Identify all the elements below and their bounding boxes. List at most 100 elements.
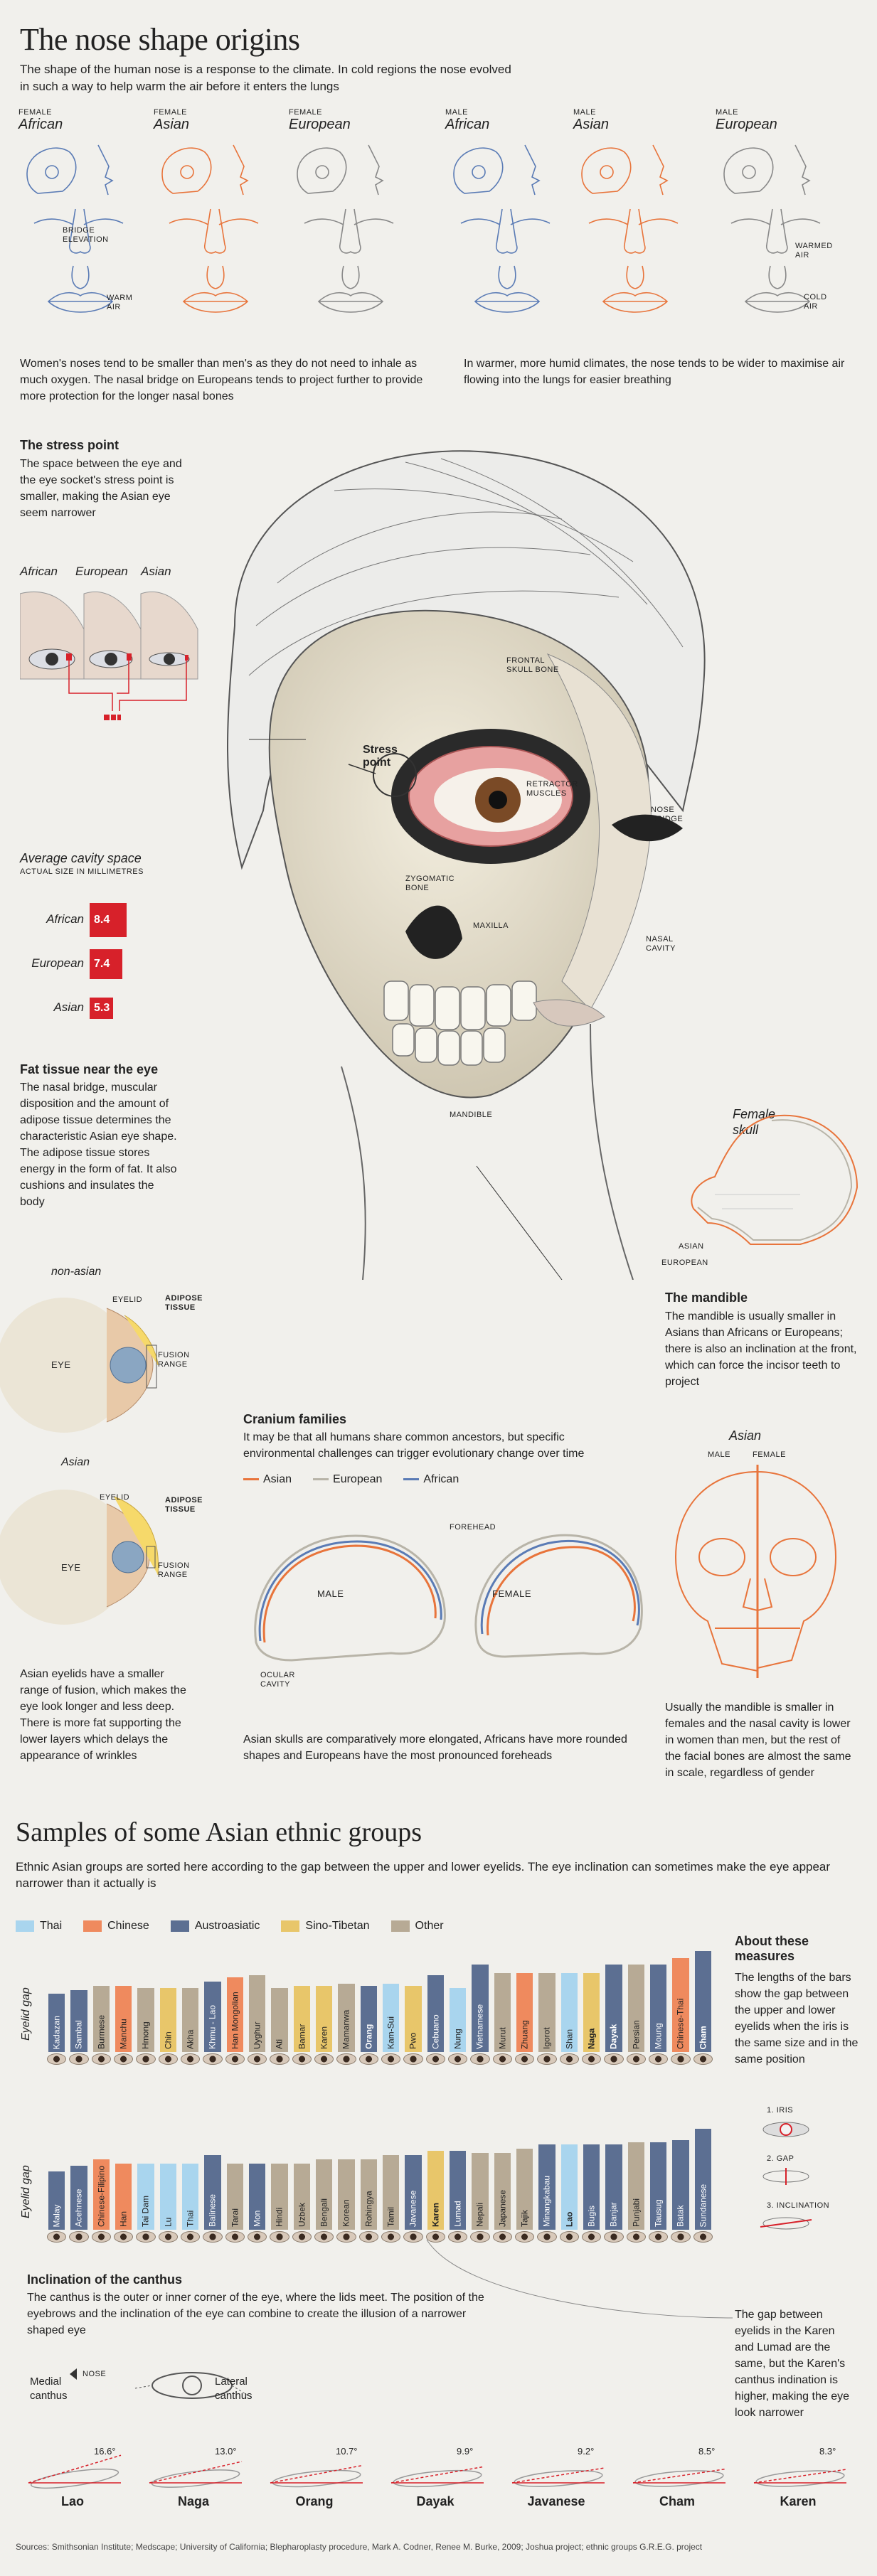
key-iris-icon (762, 2122, 809, 2137)
eye-thumbnail (358, 2053, 378, 2065)
eye-thumbnail (649, 2053, 669, 2065)
eyelid-gap-bar: Orang (360, 1986, 377, 2052)
eye-thumbnail (47, 2231, 67, 2243)
cranium-legend-swatch (313, 1478, 329, 1481)
eyelid-gap-bar: Akha (182, 1988, 199, 2052)
eyelid-gap-bar-label: Sundanese (698, 2184, 708, 2227)
canthus-group-label: Cham (659, 2494, 695, 2508)
eyelid-gap-bar: Punjabi (627, 2142, 644, 2230)
eyelid-gap-bar: Tamil (383, 2155, 400, 2230)
sources: Sources: Smithsonian Institute; Medscape… (16, 2542, 703, 2552)
nose-sketch (453, 144, 551, 313)
eyelid-gap-bar-label: Bengali (319, 2198, 329, 2227)
asian-skull-male-label: MALE (708, 1450, 730, 1459)
eyelid-gap-bar-label: Tai Dam (140, 2195, 151, 2227)
eyelid-gap-bar: Sundanese (694, 2128, 711, 2230)
eyelid-gap-bar-label: Orang (363, 2024, 374, 2049)
eye-thumbnail (91, 2231, 111, 2243)
nose-sex-label: FEMALE (289, 108, 323, 117)
key-inclination-icon (760, 2217, 812, 2230)
eyelid-gap-bar-label: Shan (564, 2029, 575, 2049)
samples-legend-label: Sino-Tibetan (305, 1920, 370, 1932)
fat-heading: Fat tissue near the eye (20, 1062, 159, 1076)
eye-thumbnail (248, 2053, 267, 2065)
eyelid-gap-bar: Persian (627, 1965, 644, 2052)
karen-leader-line (426, 2240, 733, 2319)
eye-thumbnail (604, 2053, 624, 2065)
eyelid-gap-bar-label: Uyghur (252, 2021, 262, 2049)
canthus-heading: Inclination of the canthus (27, 2272, 183, 2287)
eyelid-gap-bar-label: Balinese (207, 2193, 218, 2227)
eyelid-gap-bar: Bengali (316, 2159, 333, 2230)
eye-thumbnail (158, 2231, 178, 2243)
eye-thumbnail (91, 2053, 111, 2065)
cavity-subtitle: ACTUAL SIZE IN MILLIMETRES (20, 867, 144, 876)
female-skull-european-label: EUROPEAN (661, 1258, 708, 1267)
eye-thumbnail (114, 2231, 134, 2243)
canthus-eye (149, 2461, 243, 2488)
canthus-degree: 10.7° (336, 2446, 358, 2457)
nose-text-right: In warmer, more humid climates, the nose… (464, 358, 845, 386)
eyelid-gap-bar-label: Burmese (96, 2014, 107, 2049)
eyelid-gap-bar-label: Dayak (608, 2024, 619, 2049)
canthus-group-label: Lao (60, 2494, 84, 2508)
samples-legend-swatch (16, 1920, 34, 1932)
eyelid-gap-bar: Ati (271, 1988, 288, 2052)
eye-thumbnail (425, 2231, 445, 2243)
canthus-text: The canthus is the outer or inner corner… (27, 2292, 484, 2336)
eye-thumbnail (559, 2053, 579, 2065)
nose-warmed-air-label: WARMED AIR (795, 242, 833, 260)
eyelid-gap-bar: Zhuang (516, 1973, 533, 2052)
eyelid-gap-bar: Dayak (605, 1965, 622, 2052)
lateral-canthus-label: Lateral canthus (215, 2375, 253, 2402)
cranium-heading: Cranium families (243, 1412, 347, 1426)
samples-legend-swatch (390, 1920, 410, 1932)
eye-thumbnail (225, 2053, 245, 2065)
cranium-male-label: MALE (317, 1588, 344, 1599)
eyelid-gap-bar-label: Nepali (474, 2202, 485, 2227)
skull-nose-bridge-label: NOSE BRIDGE (651, 806, 684, 823)
fat-text: The nasal bridge, muscular disposition a… (20, 1081, 177, 1208)
eyelid-gap-bar: Igorot (538, 1973, 556, 2052)
cranium-legend-label: Asian (263, 1473, 292, 1485)
samples-legend-label: Austroasiatic (194, 1920, 260, 1932)
eye-thumbnail (425, 2053, 445, 2065)
eyelid-gap-bar: Malay (48, 2171, 65, 2230)
eyelid-gap-bar: Japanese (494, 2153, 511, 2230)
skull-retractor-label: RETRACTOR MUSCLES (526, 780, 578, 798)
eyelid-gap-bar-label: Igorot (541, 2027, 552, 2049)
eyelid-gap-bar: Uzbek (293, 2164, 310, 2230)
nose-sketch (297, 144, 394, 313)
eyelid-gap-bar-label: Tajik (519, 2209, 530, 2227)
eyelid-gap-bar: Thai (182, 2164, 199, 2230)
eyelid-gap-bar-label: Nung (452, 2029, 463, 2049)
eye-thumbnail (649, 2231, 669, 2243)
eyelid-gap-bar: Nepali (472, 2153, 489, 2230)
canthus-group-label: Javanese (527, 2494, 585, 2508)
samples-legend-swatch (83, 1920, 102, 1932)
eyelid-gap-bar: Lu (159, 2164, 176, 2230)
canthus-eye (270, 2464, 363, 2488)
eyelid-gap-label-row2: Eyelid gap (20, 2165, 32, 2218)
canthus-diagram (70, 2368, 250, 2399)
samples-legend-item: Austroasiatic (170, 1920, 260, 1933)
eyelid-gap-bar-label: Lao (564, 2211, 575, 2227)
skull-frontal-label: FRONTAL SKULL BONE (506, 656, 559, 674)
stress-eyes-illustration (20, 591, 198, 720)
eyelid-gap-bar: Kadazan (48, 1993, 65, 2052)
stress-group-label: European (75, 565, 128, 578)
eyelid-gap-bar-label: Naga (586, 2028, 597, 2049)
nose-group-label: African (445, 117, 490, 132)
eye-thumbnail (203, 2231, 223, 2243)
eyelid-gap-bar-label: Moung (653, 2023, 664, 2049)
eyelid-gap-bar-label: Chinese-Filipino (96, 2165, 107, 2227)
medial-canthus-label: Medial canthus (30, 2375, 68, 2402)
about-heading: About these measures (735, 1934, 809, 1963)
eye-thumbnail (470, 2053, 490, 2065)
nose-sketch (26, 144, 124, 313)
eye-thumbnail (181, 2053, 201, 2065)
eyelid-gap-bar: Hindi (271, 2164, 288, 2230)
samples-legend-swatch (170, 1920, 189, 1932)
eye-thumbnail (381, 2053, 401, 2065)
